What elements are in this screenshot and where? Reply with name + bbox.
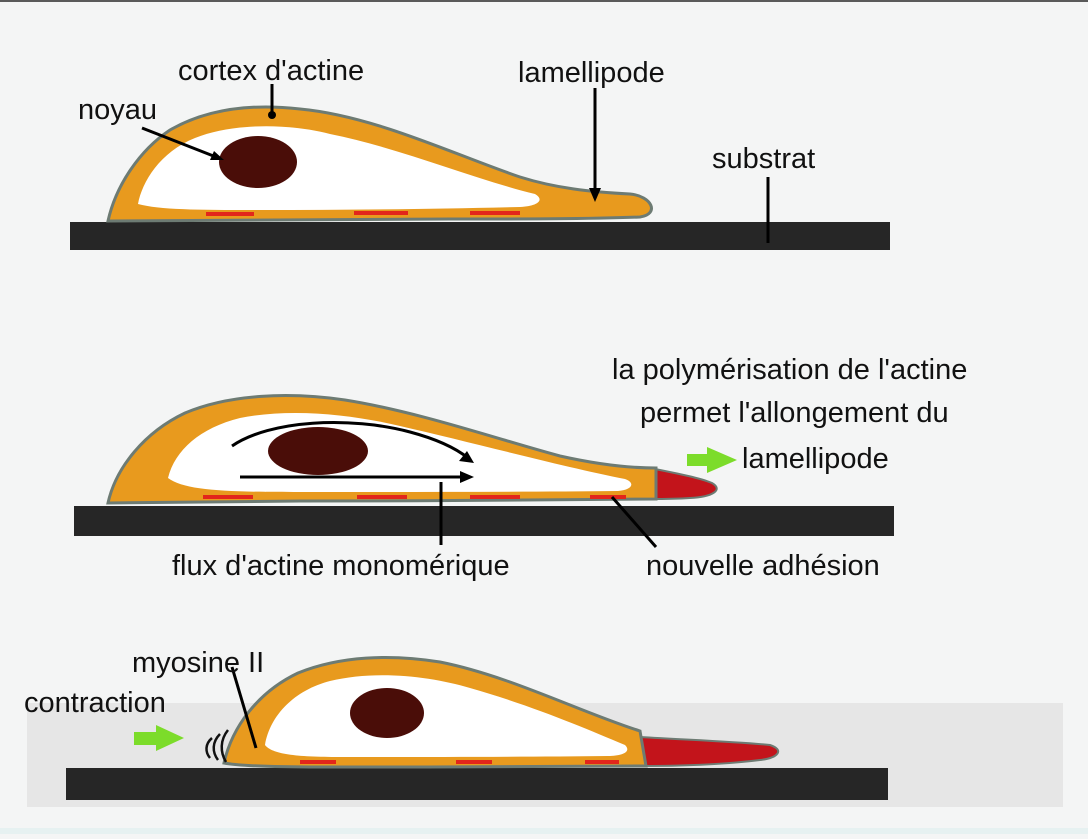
adhesion-point [300,760,336,764]
noyau-pointer-head [210,151,224,160]
actin-flux-arc [231,421,469,460]
adhesion-point [456,760,492,764]
adhesion-points [203,495,626,499]
polymerized-actin-tip [639,735,780,768]
label-contraction: contraction [24,687,166,719]
adhesion-points [206,211,520,216]
green-arrow-icon [687,447,737,473]
nucleus [268,427,368,475]
label-polymerisation-3: lamellipode [742,443,889,475]
cytoplasm [168,412,632,492]
adhesion-point [470,211,520,215]
substrate-bar [66,768,888,800]
label-noyau: noyau [78,94,157,126]
cytoplasm [265,675,628,757]
panel-2-protrusion: la polymérisation de l'actine permet l'a… [74,354,967,582]
actin-flux-arc-head [459,451,474,463]
label-cortex: cortex d'actine [178,55,364,87]
adhesion-points [300,760,619,764]
actin-flux-line-head [460,471,474,483]
substrate-bar [74,506,894,536]
nucleus [219,136,297,188]
panel-3-contraction: myosine II contraction [24,647,888,800]
bottom-border [0,828,1088,834]
adhesion-point [203,495,253,499]
label-flux: flux d'actine monomérique [172,550,510,582]
label-adhesion: nouvelle adhésion [646,550,880,582]
label-lamellipode: lamellipode [518,57,665,89]
panel-1-cell-at-rest: cortex d'actine noyau lamellipode substr… [70,55,890,250]
label-polymerisation-1: la polymérisation de l'actine [612,354,967,386]
nucleus [350,688,424,738]
adhesion-point [206,212,254,216]
adhesion-pointer [610,496,658,548]
contraction-marks-icon [205,729,230,763]
label-myosine: myosine II [132,647,264,679]
substrate-bar [70,222,890,250]
lamellipode-pointer-head [589,188,601,202]
noyau-pointer [141,126,217,159]
label-polymerisation-2: permet l'allongement du [640,397,949,429]
cortex-pointer-dot [268,111,276,119]
adhesion-point [590,495,626,499]
adhesion-point [357,495,407,499]
adhesion-point [354,211,408,215]
label-substrat: substrat [712,143,815,175]
adhesion-point [585,760,619,764]
top-border [0,0,1088,2]
adhesion-point [470,495,520,499]
green-arrow-icon [134,725,184,751]
myosine-pointer [230,666,258,749]
polymerized-actin-tip [649,466,718,501]
